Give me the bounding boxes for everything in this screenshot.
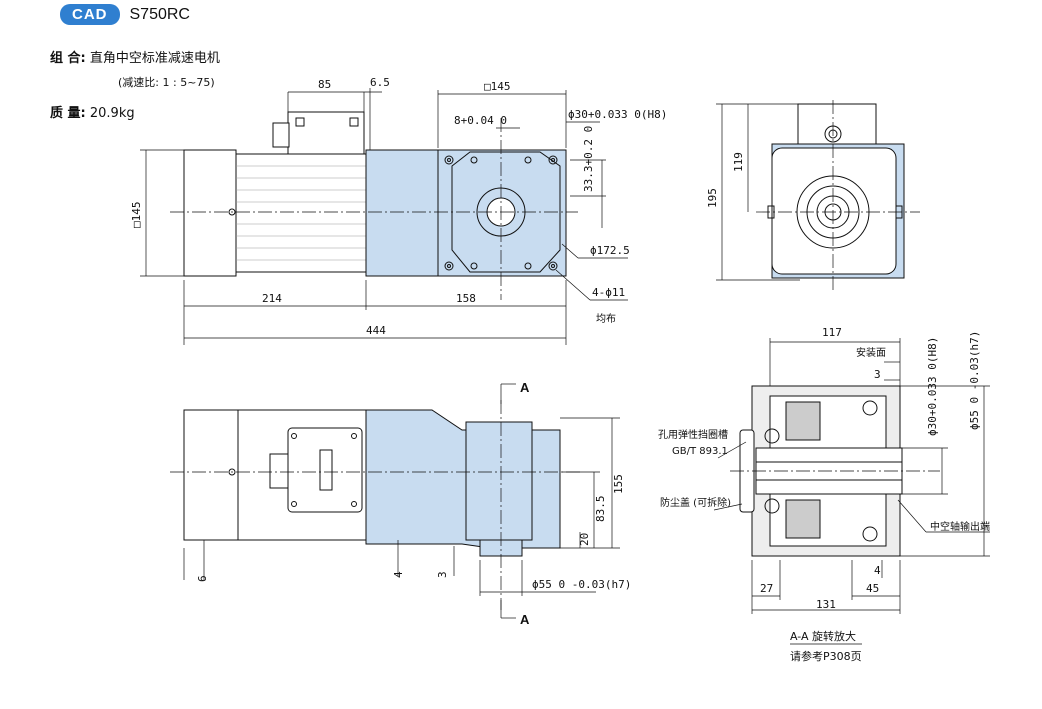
spec-mass: 质 量: 20.9kg	[50, 102, 135, 121]
dim-45: 45	[866, 582, 879, 595]
dim-3: 3	[436, 571, 449, 578]
dim-117: 117	[822, 326, 842, 339]
motor-body	[235, 153, 367, 273]
top-view-dimensions	[183, 383, 620, 619]
hollow-out-label: 中空轴输出端	[930, 520, 990, 533]
dim-sec-4: 4	[874, 564, 881, 577]
dim-27: 27	[760, 582, 773, 595]
dust-cap-label: 防尘盖 (可拆除)	[660, 496, 731, 509]
gear-lower	[785, 499, 821, 539]
dim-155: 155	[612, 474, 625, 494]
dim-tol-8: 8+0.04 0	[454, 114, 507, 127]
gear-upper	[785, 401, 821, 441]
dim-119: 119	[732, 152, 745, 172]
dim-195: 195	[706, 188, 719, 208]
dim-sq145-top: □145	[484, 80, 511, 93]
dim-85: 85	[318, 78, 331, 91]
mount-face-label: 安装面	[856, 346, 886, 359]
circlip-std: GB/T 893.1	[672, 446, 728, 457]
model-number: S750RC	[129, 5, 190, 23]
dim-83-5: 83.5	[594, 496, 607, 523]
junction-screw	[295, 117, 305, 127]
section-aa	[730, 385, 940, 557]
motor-bolt-icon	[228, 208, 236, 216]
arrow-label-top: A	[520, 380, 530, 395]
dim-6: 6	[196, 575, 209, 582]
dim-sec-bore-h8: ϕ30+0.033 0(H8)	[926, 337, 939, 436]
end-view-dimensions	[716, 103, 800, 281]
top-junction-box	[287, 427, 363, 513]
top-output-hub	[465, 421, 533, 541]
bearing-icon	[862, 400, 878, 416]
section-dimensions	[713, 338, 990, 645]
dim-sec-3: 3	[874, 368, 881, 381]
nameplate-icon	[319, 449, 333, 491]
dim-bore-h8: ϕ30+0.033 0(H8)	[568, 108, 667, 121]
circlip-label: 孔用弹性挡圈槽	[658, 428, 728, 441]
combo-label: 组 合:	[50, 51, 86, 66]
combo-value: 直角中空标准减速电机	[89, 51, 220, 66]
side-view	[170, 111, 578, 300]
cable-gland	[272, 122, 290, 148]
dim-33-3: 33.3+0.2 0	[582, 126, 595, 192]
arrow-label-bottom: A	[520, 612, 530, 627]
dim-4: 4	[392, 571, 405, 578]
mass-value: 20.9kg	[89, 106, 135, 121]
mass-label: 质 量:	[50, 106, 86, 121]
header: CAD S750RC	[60, 4, 190, 25]
dim-20: 20	[578, 533, 591, 546]
gearbox-neck	[365, 149, 439, 277]
dim-shaft-h7: ϕ55 0 -0.03(h7)	[532, 578, 631, 591]
spec-combo: 组 合: 直角中空标准减速电机	[50, 47, 220, 66]
ratio-note: (减速比: 1 : 5~75)	[118, 76, 215, 89]
dim-158: 158	[456, 292, 476, 305]
top-cable-gland	[269, 453, 289, 489]
end-view	[756, 100, 920, 290]
top-view	[170, 400, 580, 610]
section-caption-ref: 请参考P308页	[790, 649, 862, 663]
dim-holes: 4-ϕ11	[592, 286, 625, 299]
cad-badge[interactable]: CAD	[60, 4, 120, 25]
section-caption: A-A 旋转放大	[790, 629, 856, 643]
fan-cover	[183, 149, 237, 277]
holes-note: 均布	[596, 313, 616, 325]
dim-sq145-side: □145	[130, 202, 143, 229]
dim-172-5: ϕ172.5	[590, 244, 630, 257]
end-junction-box	[797, 103, 877, 149]
dim-131: 131	[816, 598, 836, 611]
end-motor-cover	[771, 147, 897, 275]
dim-6-5: 6.5	[370, 76, 390, 89]
dim-sec-shaft-h7: ϕ55 0 -0.03(h7)	[968, 331, 981, 430]
dim-444: 444	[366, 324, 386, 337]
top-fan-cover	[183, 409, 239, 541]
dim-214: 214	[262, 292, 282, 305]
side-view-dimensions	[140, 88, 628, 345]
